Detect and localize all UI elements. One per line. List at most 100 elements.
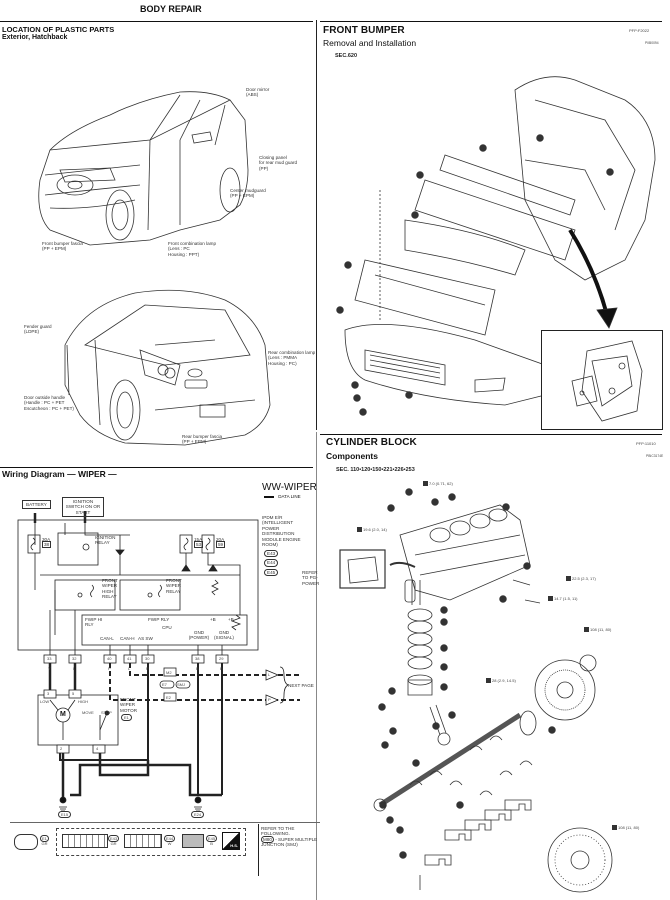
- connector-e45-shape: [182, 834, 204, 848]
- motor-low: LOW: [40, 699, 50, 704]
- svg-text:11: 11: [607, 170, 612, 176]
- svg-text:21: 21: [387, 818, 393, 824]
- cpu-label: CPU: [162, 625, 172, 630]
- svg-text:2: 2: [451, 495, 454, 501]
- wire-color-p: P: [108, 666, 111, 671]
- motor-pin-5: 5: [72, 691, 75, 696]
- svg-text:22: 22: [397, 828, 403, 834]
- connector-e43: E43: [264, 550, 279, 558]
- connector-group: [56, 828, 246, 856]
- svg-text:10: 10: [441, 646, 447, 652]
- cpu-gnd-signal: GND (SIGNAL): [214, 630, 234, 641]
- front-bumper-exploded-view: 1 2 3 4 5 6 7 8 10 11 A: [336, 76, 656, 416]
- pin-40: 40: [107, 656, 112, 661]
- svg-text:4: 4: [408, 490, 411, 496]
- svg-text:5: 5: [347, 263, 350, 269]
- data-line-legend: DATA LINE: [264, 494, 301, 499]
- wiring-title: Wiring Diagram — WIPER —: [2, 469, 117, 479]
- footer-divider: [10, 822, 320, 823]
- svg-text:13: 13: [389, 689, 395, 695]
- svg-text:1: 1: [505, 505, 508, 511]
- wire-color-b: B: [196, 666, 199, 671]
- next-arrow-l: L: [268, 672, 271, 677]
- cpu-can-h: CAN-H: [120, 636, 135, 641]
- front-bumper-code: PFP:F2022: [629, 28, 650, 33]
- wire-color-r: R: [146, 666, 149, 671]
- connector-e44-shape: [124, 834, 162, 848]
- ground-e15: E15: [58, 811, 72, 818]
- page-header: BODY REPAIR: [140, 4, 202, 14]
- torque-label: 108 (11, 80): [584, 627, 611, 633]
- smj-e2: E2: [166, 695, 171, 700]
- cpu-gnd-power: GND (POWER): [188, 630, 210, 641]
- battery-box: BATTERY: [22, 500, 51, 510]
- next-arrow-p: P: [268, 697, 271, 702]
- motor-pin-4: 4: [96, 746, 99, 751]
- svg-text:8: 8: [362, 410, 365, 416]
- refer-following: REFER TO THE FOLLOWING.M80 - SUPER MULTI…: [261, 826, 318, 848]
- plastic-parts-subtitle: Exterior, Hatchback: [2, 34, 68, 41]
- cpu-b1: +B: [210, 617, 216, 622]
- pin-38: 38: [195, 656, 200, 661]
- torque-label: 108 (11, 80): [612, 825, 639, 831]
- ignition-relay-label: IGNITION RELAY: [95, 535, 116, 546]
- motor-m-symbol: M: [60, 711, 66, 718]
- svg-text:6: 6: [339, 308, 342, 314]
- connector-e43-shape: [62, 834, 108, 848]
- front-bumper-section: SEC.620: [335, 53, 358, 59]
- svg-text:23: 23: [457, 803, 463, 809]
- next-page-label[interactable]: NEXT PAGE: [288, 683, 314, 688]
- torque-label: 7.0 (0.71, 62): [423, 481, 453, 487]
- wire-color-l: L: [73, 666, 76, 671]
- pin-30: 30: [145, 656, 150, 661]
- svg-text:18: 18: [382, 743, 388, 749]
- column-divider: [316, 20, 317, 430]
- refer-pg-power: REFER TO PG-POWER: [302, 570, 320, 586]
- section-divider: [320, 21, 662, 22]
- svg-text:15: 15: [449, 713, 455, 719]
- cylinder-block-title: CYLINDER BLOCK: [326, 437, 417, 448]
- cpu-as-sw: AS SW: [138, 636, 153, 641]
- svg-text:3: 3: [434, 500, 437, 506]
- svg-text:8: 8: [443, 608, 446, 614]
- svg-text:24: 24: [400, 853, 406, 859]
- section-divider: [0, 467, 313, 468]
- motor-pin-3: 3: [47, 691, 50, 696]
- wire-color-l2: L: [128, 666, 131, 671]
- svg-text:3: 3: [482, 146, 485, 152]
- svg-text:5: 5: [390, 506, 393, 512]
- cpu-fwip-rly: FWIP RLY: [148, 617, 170, 622]
- front-bumper-figure-id: PIIB0094: [645, 41, 659, 45]
- label-door-mirror: Door mirror(ABS): [246, 87, 270, 98]
- harness-side-badge: H.S.: [222, 832, 240, 850]
- front-bumper-detail-inset: [541, 330, 663, 430]
- motor-stop: STOP: [101, 710, 112, 715]
- cpu-b2: +B: [228, 617, 234, 622]
- cpu-fwip-hi: FWIP HI RLY: [85, 617, 103, 628]
- torque-label: 19.6 (2.0, 14): [357, 527, 387, 533]
- section-divider: [320, 434, 662, 435]
- pin-32: 32: [72, 656, 77, 661]
- torque-label: 14.7 (1.5, 11): [548, 596, 578, 602]
- torque-label: 28 (2.9, 14.5): [486, 678, 516, 684]
- pin-29: 29: [219, 656, 224, 661]
- svg-text:25: 25: [549, 728, 555, 734]
- label-fender-guard: Fender guard(LDPE): [24, 324, 52, 335]
- wire-color-y: Y: [48, 666, 51, 671]
- connector-e44: E44: [264, 559, 279, 567]
- motor-pin-2: 2: [60, 746, 63, 751]
- wiring-diagram-id: WW-WIPER: [262, 482, 317, 493]
- svg-text:9: 9: [443, 620, 446, 626]
- front-bumper-subtitle: Removal and Installation: [323, 38, 417, 48]
- ignition-switch-box: IGNITION SWITCH ON OR START: [62, 497, 104, 518]
- svg-text:4: 4: [414, 213, 417, 219]
- svg-text:14: 14: [379, 705, 385, 711]
- svg-text:A: A: [354, 383, 358, 389]
- front-bumper-title: FRONT BUMPER: [323, 25, 405, 36]
